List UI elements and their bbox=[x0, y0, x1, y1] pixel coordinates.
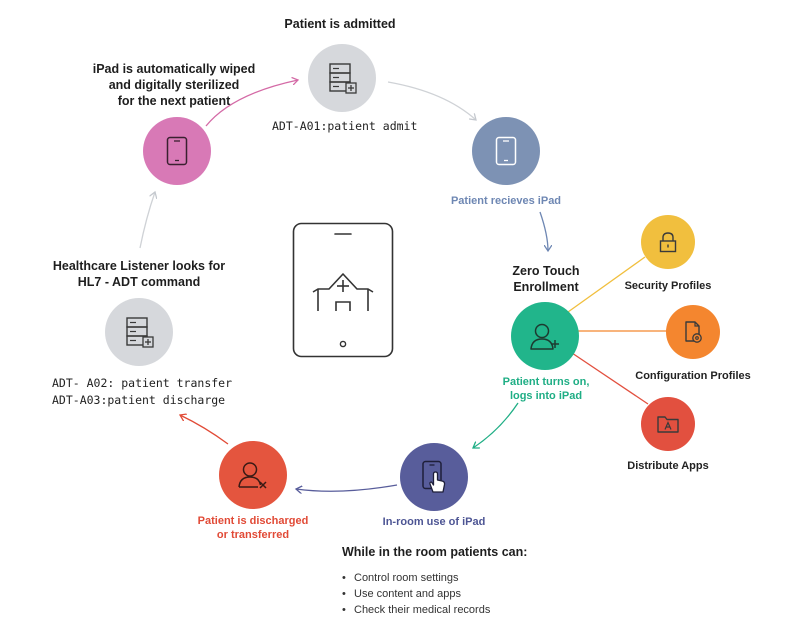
listener-node bbox=[105, 298, 173, 366]
discharge-label: Patient is discharged or transferred bbox=[183, 514, 323, 542]
lock-icon bbox=[658, 231, 678, 253]
arrow-enroll-to-use bbox=[473, 402, 519, 448]
listener-title: Healthcare Listener looks for HL7 - ADT … bbox=[46, 258, 232, 290]
server-plus-icon bbox=[327, 61, 357, 95]
branch-line-security bbox=[567, 256, 646, 313]
arrow-discharge-to-listener bbox=[180, 415, 229, 445]
arrow-use-to-discharge bbox=[296, 484, 398, 491]
tablet-icon bbox=[166, 136, 188, 166]
branch-line-apps bbox=[571, 352, 649, 405]
enroll-title-line: Zero Touch bbox=[512, 264, 580, 278]
list-item: Use content and apps bbox=[342, 586, 490, 602]
config-label: Configuration Profiles bbox=[635, 370, 751, 382]
tablet-touch-icon bbox=[420, 460, 448, 494]
enroll-subtitle: Patient turns on, logs into iPad bbox=[484, 375, 608, 403]
tablet-icon bbox=[495, 136, 517, 166]
wipe-label: iPad is automatically wiped and digitall… bbox=[84, 61, 264, 109]
apps-label: Distribute Apps bbox=[627, 460, 709, 472]
hospital-tablet-icon bbox=[292, 222, 394, 363]
arrow-receive-to-enroll bbox=[539, 211, 548, 251]
enroll-subtitle-line: logs into iPad bbox=[509, 390, 583, 402]
wipe-label-line: and digitally sterilized bbox=[108, 78, 240, 92]
discharge-label-line: or transferred bbox=[216, 529, 290, 541]
arrow-wipe-to-admit bbox=[205, 80, 298, 127]
list-item: Control room settings bbox=[342, 570, 490, 586]
use-node bbox=[400, 443, 468, 511]
security-node bbox=[641, 215, 695, 269]
receive-label: Patient recieves iPad bbox=[450, 195, 562, 207]
enroll-subtitle-line: Patient turns on, bbox=[502, 376, 590, 388]
use-label: In-room use of iPad bbox=[382, 516, 486, 528]
wipe-label-line: iPad is automatically wiped bbox=[92, 62, 256, 76]
enroll-title-line: Enrollment bbox=[513, 280, 579, 294]
enroll-title: Zero Touch Enrollment bbox=[484, 263, 608, 295]
admit-code: ADT-A01:patient admit bbox=[272, 119, 418, 133]
app-folder-icon bbox=[656, 414, 680, 434]
apps-node bbox=[641, 397, 695, 451]
listener-code-line: ADT-A03:patient discharge bbox=[52, 393, 226, 407]
listener-code-line: ADT- A02: patient transfer bbox=[52, 376, 233, 390]
admit-node bbox=[308, 44, 376, 112]
server-plus-icon bbox=[124, 315, 154, 349]
listener-title-line: Healthcare Listener looks for bbox=[52, 259, 226, 273]
admit-label: Patient is admitted bbox=[284, 17, 396, 31]
enroll-node bbox=[511, 302, 579, 370]
discharge-label-line: Patient is discharged bbox=[197, 515, 309, 527]
user-plus-icon bbox=[529, 320, 561, 352]
security-label: Security Profiles bbox=[624, 280, 712, 292]
list-item: Check their medical records bbox=[342, 602, 490, 618]
arrow-admit-to-receive bbox=[387, 81, 476, 120]
room-list: Control room settings Use content and ap… bbox=[342, 570, 490, 618]
arrow-listener-to-wipe bbox=[139, 192, 155, 249]
room-heading: While in the room patients can: bbox=[342, 545, 528, 559]
discharge-node bbox=[219, 441, 287, 509]
gear-document-icon bbox=[683, 320, 703, 344]
listener-title-line: HL7 - ADT command bbox=[77, 275, 201, 289]
config-node bbox=[666, 305, 720, 359]
wipe-node bbox=[143, 117, 211, 185]
receive-node bbox=[472, 117, 540, 185]
user-remove-icon bbox=[237, 459, 269, 491]
wipe-label-line: for the next patient bbox=[117, 94, 231, 108]
